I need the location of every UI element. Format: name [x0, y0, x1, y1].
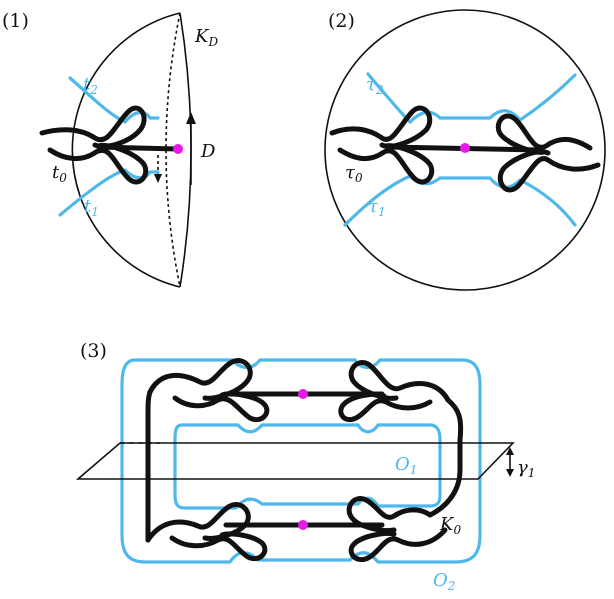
label-O1: O1 — [395, 454, 417, 477]
arrow-up-icon — [186, 112, 196, 124]
label-K0: K0 — [439, 514, 461, 537]
knot-K0-lower-right-b — [348, 527, 448, 562]
label-t0: t0 — [52, 162, 67, 185]
label-D: D — [200, 141, 216, 162]
knot-K0-upper-right-a — [348, 360, 451, 403]
knot-tau0-right-upper — [495, 113, 593, 155]
knot-K0-left-column — [145, 389, 153, 543]
strand-t2 — [68, 76, 160, 124]
panel-2: (2) τ2 τ1 τ0 — [324, 9, 606, 291]
puncture-point — [460, 143, 470, 153]
knot-K0-lower-left-a — [145, 502, 251, 543]
splitting-plane — [75, 442, 515, 480]
label-t2: t2 — [83, 74, 98, 97]
strand-tau2 — [366, 72, 577, 124]
knot-K0-upper-left-a — [147, 358, 253, 401]
knot-K0-right-column — [427, 397, 464, 518]
label-t1: t1 — [84, 196, 99, 219]
knot-K0-upper-right-b — [338, 391, 433, 422]
knot-tau0-right-lower — [497, 149, 601, 193]
panel-2-index: (2) — [328, 10, 355, 32]
arrow-up-icon — [506, 447, 514, 455]
panel-3-index: (3) — [80, 340, 107, 362]
panel-1-index: (1) — [2, 10, 29, 32]
panel-3: (3) O1 O2 K0 γ1 — [75, 340, 535, 593]
label-KD: KD — [194, 26, 218, 49]
arrow-down-icon — [154, 174, 162, 183]
label-tau1: τ1 — [368, 196, 386, 219]
knot-tau0-left-lower — [337, 143, 435, 185]
ball-boundary — [324, 9, 606, 291]
label-gamma1: γ1 — [517, 457, 535, 480]
knot-K0-lower-left-b — [169, 531, 268, 561]
arrow-down-icon — [506, 469, 514, 477]
label-O2: O2 — [433, 570, 455, 593]
upper-puncture-point — [298, 389, 308, 399]
puncture-point — [173, 144, 183, 154]
knot-K0-upper-left-b — [172, 391, 270, 422]
knot-t0-upper — [39, 105, 147, 149]
label-tau0: τ0 — [345, 162, 363, 185]
hemisphere-arc — [71, 12, 181, 288]
strand-tau1 — [343, 174, 577, 227]
panel-1: (1) KD D t2 t1 t0 — [2, 10, 218, 288]
knot-K0-lower-right-a — [346, 496, 433, 533]
knot-t0-spine — [97, 144, 181, 152]
knot-t0-lower — [47, 142, 149, 185]
knot-tau0-left-upper — [329, 105, 433, 149]
lower-puncture-point — [298, 520, 308, 530]
inner-loop-O1 — [173, 423, 442, 510]
label-tau2: τ2 — [366, 74, 384, 97]
disk-back-edge — [165, 12, 181, 288]
